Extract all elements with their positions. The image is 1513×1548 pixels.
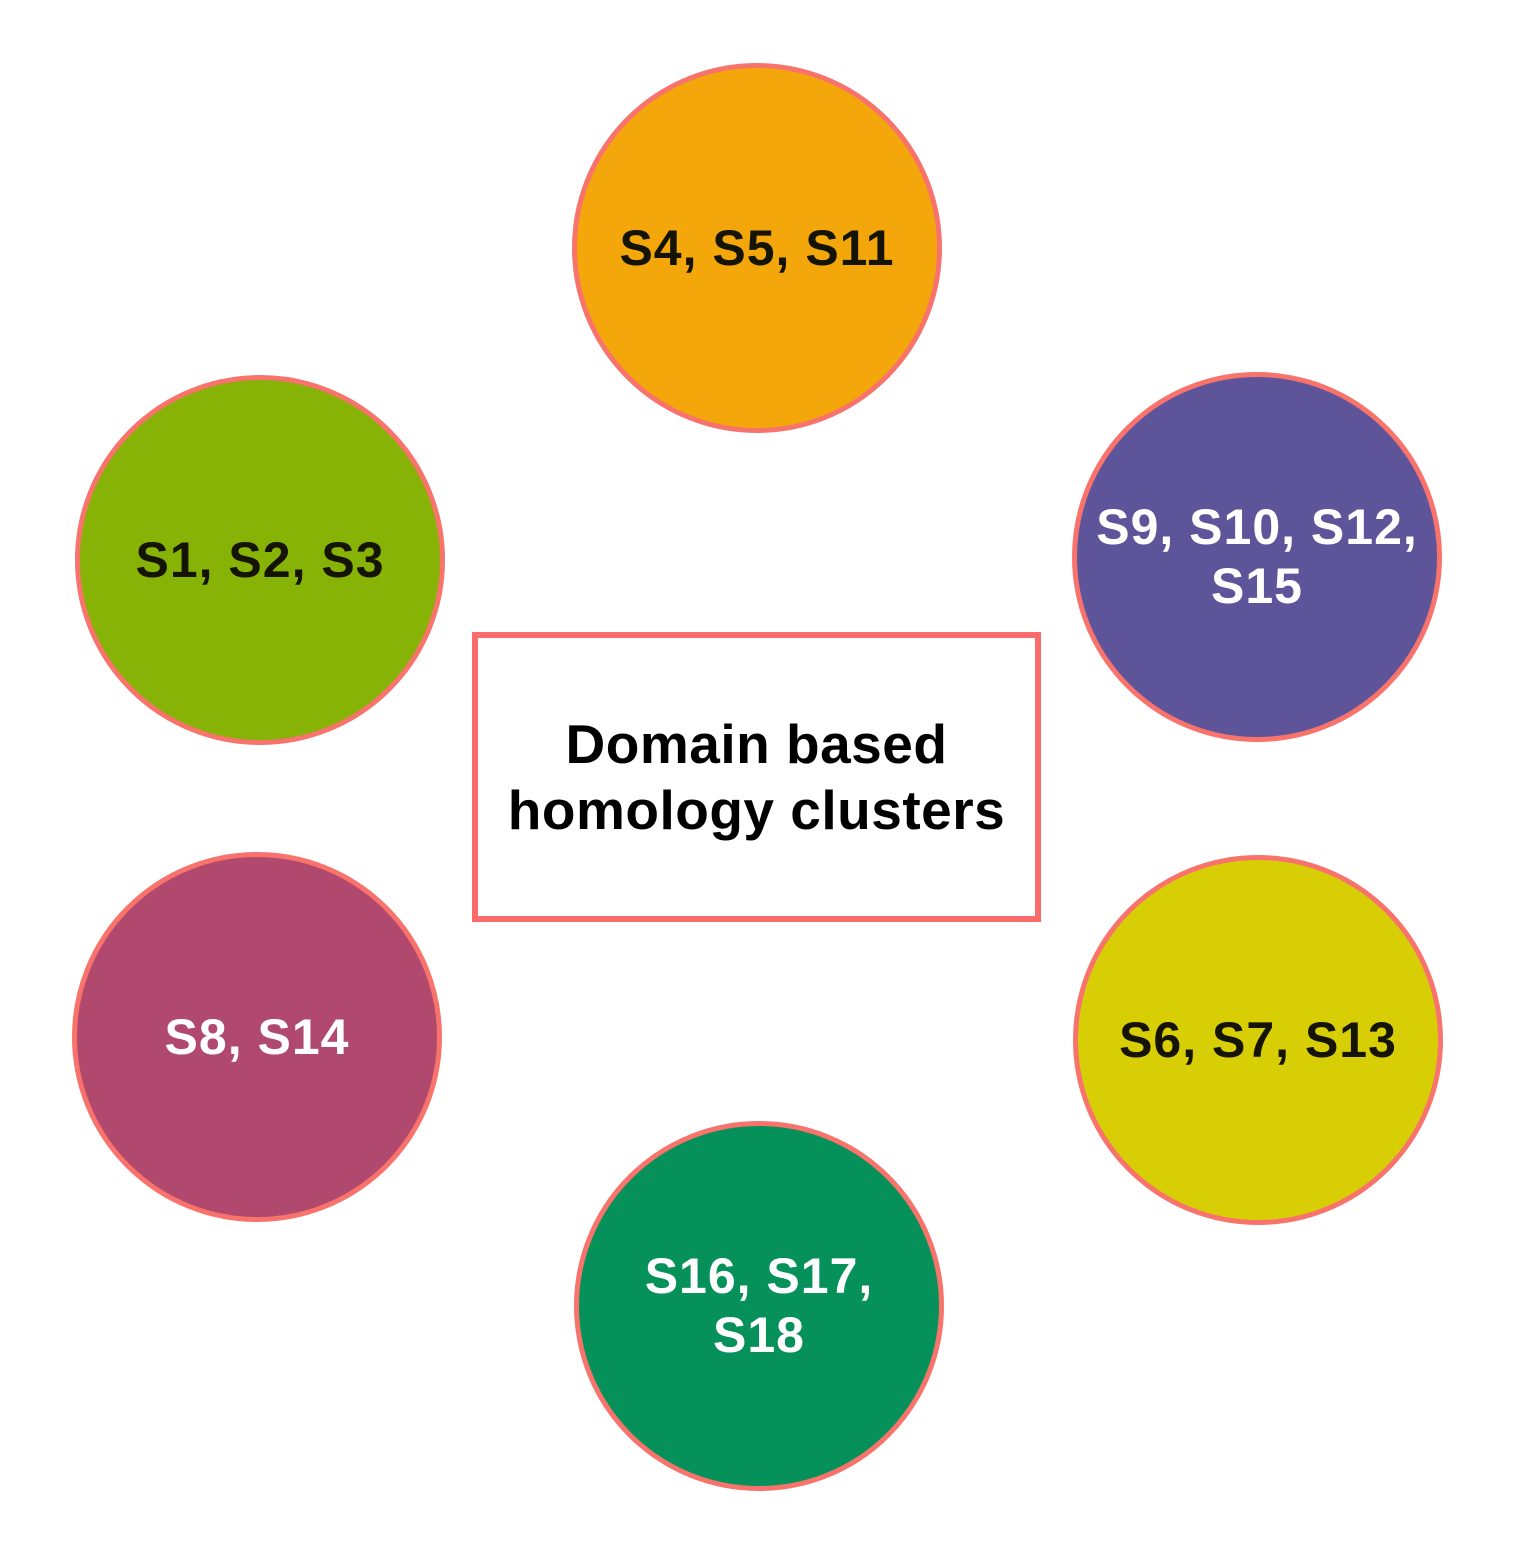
cluster-circle-lower-left: S8, S14 bbox=[72, 852, 442, 1222]
diagram-title: Domain based homology clusters bbox=[507, 713, 1006, 841]
cluster-label-bottom: S16, S17, S18 bbox=[644, 1248, 874, 1363]
cluster-circle-upper-left: S1, S2, S3 bbox=[75, 375, 445, 745]
cluster-circle-bottom: S16, S17, S18 bbox=[574, 1121, 944, 1491]
cluster-circle-upper-right: S9, S10, S12, S15 bbox=[1072, 372, 1442, 742]
cluster-label-lower-right: S6, S7, S13 bbox=[1119, 1011, 1397, 1068]
center-title-box: Domain based homology clusters bbox=[472, 632, 1041, 922]
cluster-label-lower-left: S8, S14 bbox=[164, 1008, 350, 1065]
cluster-label-top: S4, S5, S11 bbox=[619, 219, 895, 276]
cluster-circle-lower-right: S6, S7, S13 bbox=[1073, 855, 1443, 1225]
cluster-label-upper-right: S9, S10, S12, S15 bbox=[1096, 499, 1418, 614]
cluster-circle-top: S4, S5, S11 bbox=[572, 63, 942, 433]
cluster-label-upper-left: S1, S2, S3 bbox=[135, 531, 385, 588]
